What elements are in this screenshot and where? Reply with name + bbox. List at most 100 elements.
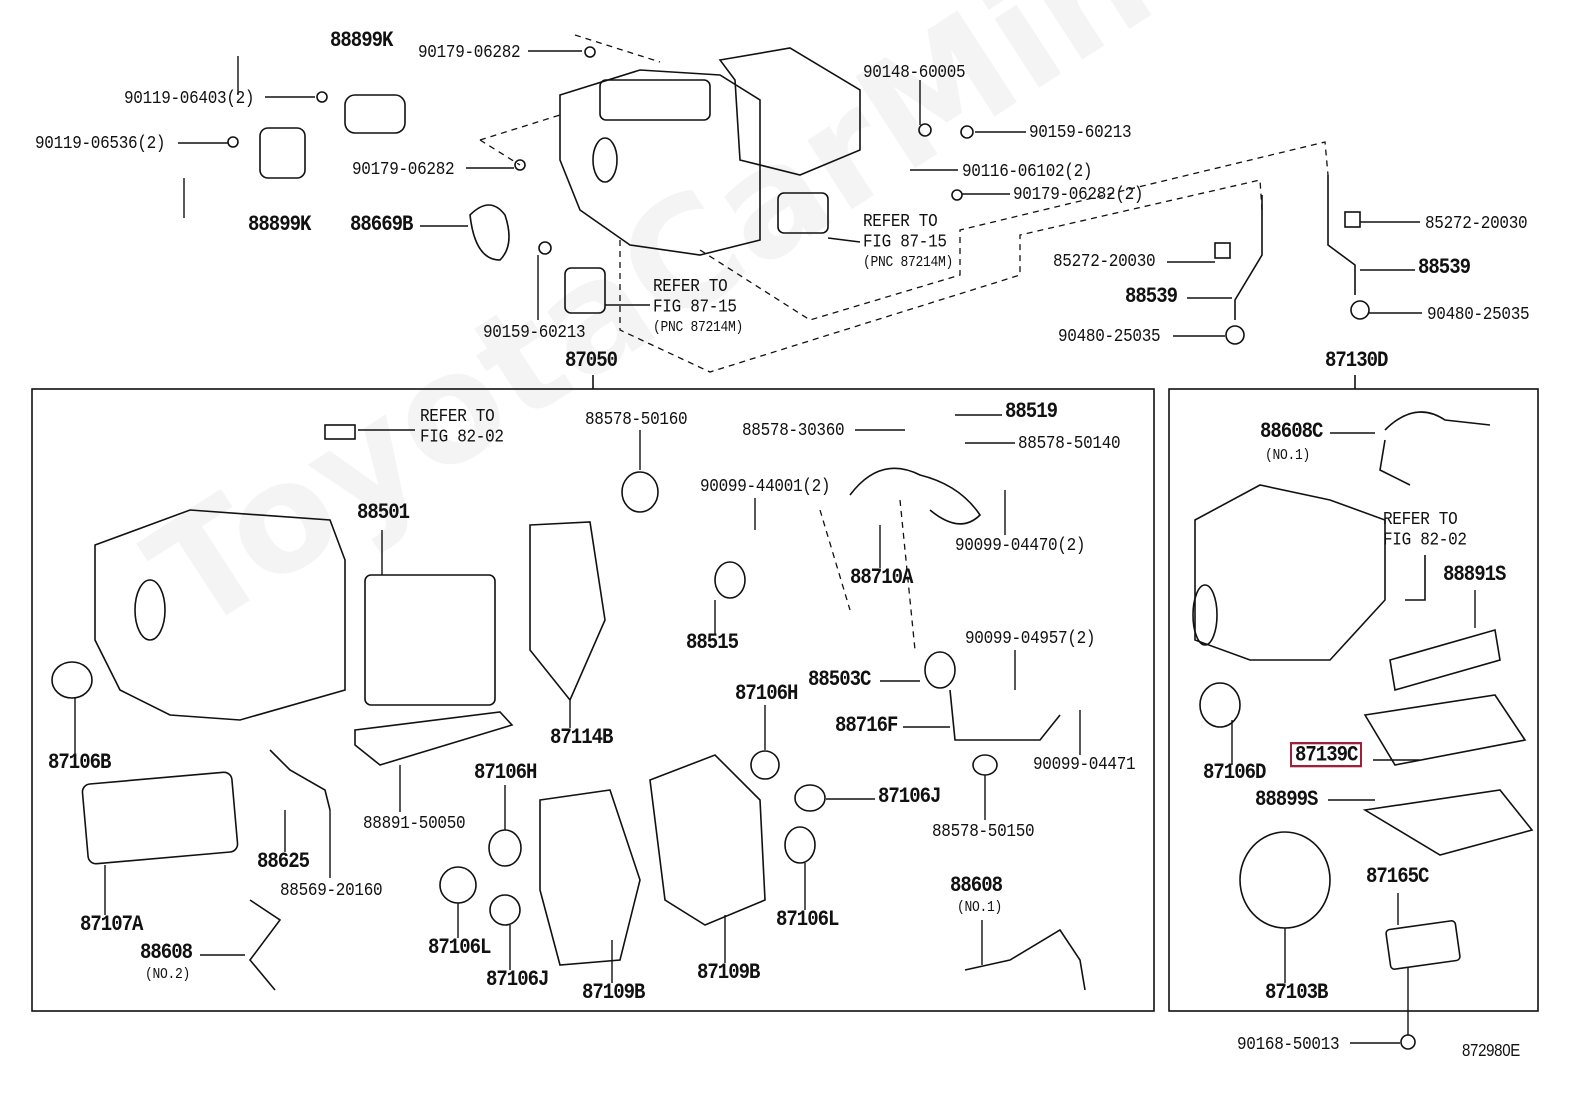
part-label-88608-no2[interactable]: 88608 xyxy=(140,939,193,965)
part-label-87139c-highlighted[interactable]: 87139C xyxy=(1290,742,1363,768)
part-label-90159-60213-b[interactable]: 90159-60213 xyxy=(1029,122,1132,143)
part-label-88625[interactable]: 88625 xyxy=(257,848,310,874)
part-label-90480-25035-b[interactable]: 90480-25035 xyxy=(1427,304,1530,325)
dashed-line xyxy=(899,499,916,651)
part-label-87106l-b[interactable]: 87106L xyxy=(776,906,839,932)
refer-line: REFER TO xyxy=(863,211,938,232)
part-label-87106j[interactable]: 87106J xyxy=(878,783,941,809)
part-label-87103b[interactable]: 87103B xyxy=(1265,979,1328,1005)
part-label-90179-06282-2[interactable]: 90179-06282(2) xyxy=(1013,184,1144,205)
part-label-90099-04471[interactable]: 90099-04471 xyxy=(1033,754,1136,775)
refer-line: (PNC 87214M) xyxy=(653,318,744,336)
part-label-88578-30360[interactable]: 88578-30360 xyxy=(742,420,845,441)
part-label-88899k-lower[interactable]: 88899K xyxy=(248,211,311,237)
blower-case-upper xyxy=(718,47,861,176)
part-label-90480-25035[interactable]: 90480-25035 xyxy=(1058,326,1161,347)
part-label-90168-50013[interactable]: 90168-50013 xyxy=(1237,1034,1340,1055)
clip-refer-82-02 xyxy=(324,424,356,440)
wire-harness-88710A xyxy=(849,467,982,525)
clip xyxy=(1214,242,1231,259)
part-label-88519[interactable]: 88519 xyxy=(1005,398,1058,424)
part-label-85272-20030[interactable]: 85272-20030 xyxy=(1053,251,1156,272)
part-label-87109b[interactable]: 87109B xyxy=(582,979,645,1005)
part-label-88608-no1[interactable]: 88608 xyxy=(950,872,1003,898)
part-label-88891-50050[interactable]: 88891-50050 xyxy=(363,813,466,834)
part-label-88501[interactable]: 88501 xyxy=(357,499,410,525)
part-label-87114b[interactable]: 87114B xyxy=(550,724,613,750)
refer-note-fig-82-02-blower[interactable]: REFER TO FIG 82-02 xyxy=(1383,509,1467,550)
part-label-88539[interactable]: 88539 xyxy=(1125,283,1178,309)
dashed-line xyxy=(819,509,851,611)
part-label-90119-06403[interactable]: 90119-06403(2) xyxy=(124,88,255,109)
seal-88899k-lower xyxy=(259,127,306,179)
harness-88608C xyxy=(1379,411,1491,486)
part-label-88710a[interactable]: 88710A xyxy=(850,564,913,590)
part-label-85272-20030-b[interactable]: 85272-20030 xyxy=(1425,213,1528,234)
seal-88899k-upper xyxy=(344,94,406,134)
part-label-88569-20160[interactable]: 88569-20160 xyxy=(280,880,383,901)
part-label-87106b[interactable]: 87106B xyxy=(48,749,111,775)
main-parts xyxy=(51,424,1086,991)
refer-note-fig-82-02[interactable]: REFER TO FIG 82-02 xyxy=(420,406,504,447)
part-label-90179-06282[interactable]: 90179-06282 xyxy=(418,42,521,63)
part-label-87106h-b[interactable]: 87106H xyxy=(474,759,537,785)
refer-line: REFER TO xyxy=(420,406,495,427)
intake-port xyxy=(134,579,166,641)
part-label-90119-06536[interactable]: 90119-06536(2) xyxy=(35,133,166,154)
part-label-88899s[interactable]: 88899S xyxy=(1255,786,1318,812)
part-label-90099-04470[interactable]: 90099-04470(2) xyxy=(955,535,1086,556)
refer-line: FIG 82-02 xyxy=(1383,529,1467,551)
part-label-88578-50140[interactable]: 88578-50140 xyxy=(1018,433,1121,454)
part-label-88578-50160[interactable]: 88578-50160 xyxy=(585,409,688,430)
part-label-90148-60005[interactable]: 90148-60005 xyxy=(863,62,966,83)
part-label-88899k-upper[interactable]: 88899K xyxy=(330,27,393,53)
part-label-88503c[interactable]: 88503C xyxy=(808,666,871,692)
part-label-90159-60213[interactable]: 90159-60213 xyxy=(483,322,586,343)
part-label-88515[interactable]: 88515 xyxy=(686,629,739,655)
part-label-88578-50150[interactable]: 88578-50150 xyxy=(932,821,1035,842)
grommet-88669b xyxy=(469,204,510,261)
sensor-88716F xyxy=(949,689,1061,741)
duct-87214m xyxy=(564,267,606,314)
refer-note-fig-87-15-left[interactable]: REFER TO FIG 87-15 (PNC 87214M) xyxy=(653,276,743,338)
drain-hose-left xyxy=(1234,195,1263,320)
part-label-90099-04957[interactable]: 90099-04957(2) xyxy=(965,628,1096,649)
part-label-87106h[interactable]: 87106H xyxy=(735,680,798,706)
assembly-label-87050[interactable]: 87050 xyxy=(565,347,618,373)
assembly-label-87130d[interactable]: 87130D xyxy=(1325,347,1388,373)
heater-unit-87050 xyxy=(94,509,346,721)
dashed-line xyxy=(619,179,1263,373)
part-label-87106l[interactable]: 87106L xyxy=(428,934,491,960)
screw xyxy=(227,136,239,148)
servo-87106B xyxy=(51,661,93,699)
part-label-88608c[interactable]: 88608C xyxy=(1260,418,1323,444)
leader xyxy=(827,237,861,243)
part-label-88891s[interactable]: 88891S xyxy=(1443,561,1506,587)
part-label-87165c[interactable]: 87165C xyxy=(1366,863,1429,889)
part-label-87106j-b[interactable]: 87106J xyxy=(486,966,549,992)
top-small-parts xyxy=(227,46,1370,345)
part-label-90179-06282-b[interactable]: 90179-06282 xyxy=(352,159,455,180)
intake-port xyxy=(592,137,618,183)
part-label-87109b-b[interactable]: 87109B xyxy=(697,959,760,985)
screw-90168-50013 xyxy=(1400,1034,1416,1050)
heater-unit-upper xyxy=(559,47,861,256)
part-label-87106d[interactable]: 87106D xyxy=(1203,759,1266,785)
nut xyxy=(514,159,526,171)
blower-assembly-frame xyxy=(1168,388,1539,1012)
part-label-87107a[interactable]: 87107A xyxy=(80,911,143,937)
dashed-line xyxy=(479,139,521,166)
drain-hose-right xyxy=(1327,175,1356,295)
part-label-88669b[interactable]: 88669B xyxy=(350,211,413,237)
refer-note-fig-87-15-right[interactable]: REFER TO FIG 87-15 (PNC 87214M) xyxy=(863,211,953,273)
harness-88608-no1 xyxy=(964,928,1086,991)
part-label-88539-b[interactable]: 88539 xyxy=(1418,254,1471,280)
part-note-no1: (NO.1) xyxy=(957,898,1003,916)
part-label-88716f[interactable]: 88716F xyxy=(835,712,898,738)
part-label-90116-06102[interactable]: 90116-06102(2) xyxy=(962,161,1093,182)
dashed-line xyxy=(574,34,661,63)
part-label-90099-44001[interactable]: 90099-44001(2) xyxy=(700,476,831,497)
refer-line: (PNC 87214M) xyxy=(863,253,954,271)
refer-line: FIG 87-15 xyxy=(653,296,737,318)
